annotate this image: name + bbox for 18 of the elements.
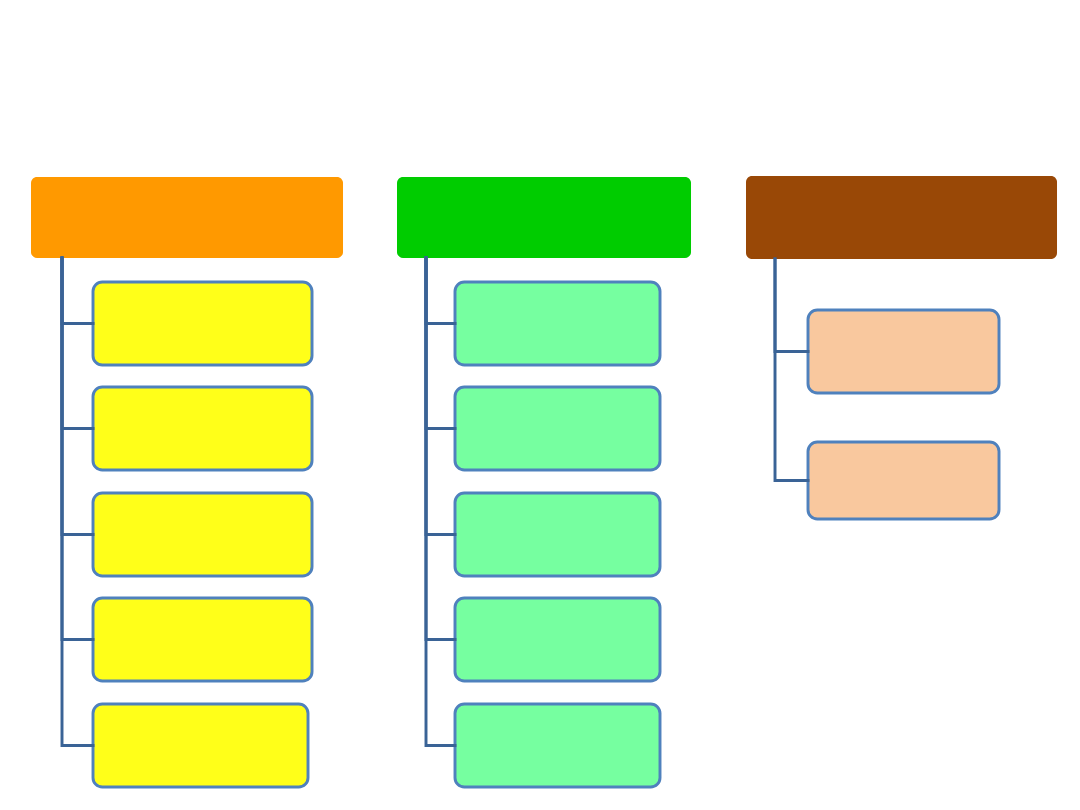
- connector-line: [424, 256, 457, 747]
- rounded-box: [91, 280, 314, 367]
- rounded-box: [453, 385, 662, 472]
- header-box: [746, 176, 1057, 259]
- rounded-box: [91, 702, 310, 789]
- rounded-box: [453, 596, 662, 683]
- header-box: [397, 177, 691, 258]
- rounded-box: [91, 596, 314, 683]
- connector-line: [773, 257, 810, 482]
- header-box: [31, 177, 343, 258]
- rounded-box: [453, 702, 662, 789]
- rounded-box: [806, 308, 1001, 395]
- rounded-box: [806, 440, 1001, 521]
- rounded-box: [453, 280, 662, 367]
- rounded-box: [91, 491, 314, 578]
- connector-line: [60, 256, 95, 747]
- rounded-box: [453, 491, 662, 578]
- rounded-box: [91, 385, 314, 472]
